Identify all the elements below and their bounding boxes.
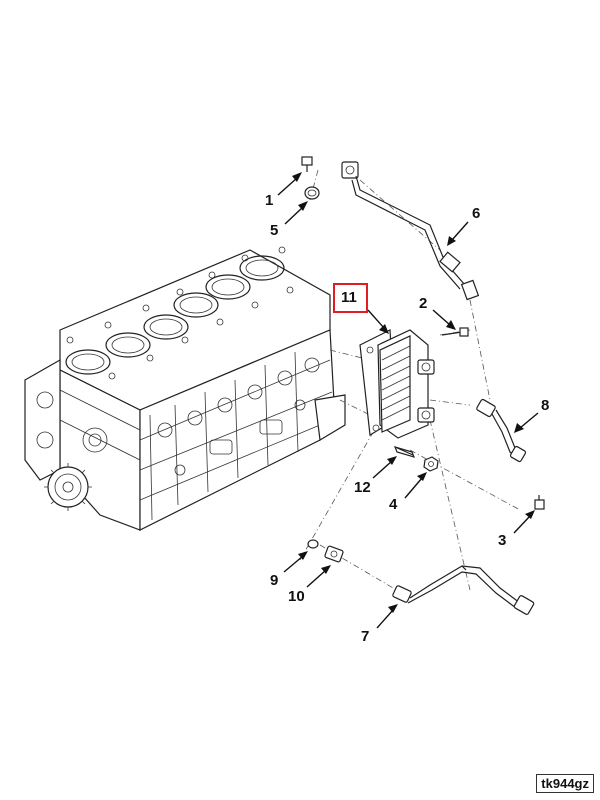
callout-5: 5 — [270, 222, 279, 239]
o-ring-part-9 — [307, 539, 319, 549]
oil-cooler-part-11 — [359, 329, 435, 439]
callout-2: 2 — [419, 295, 428, 312]
callout-7: 7 — [361, 628, 370, 645]
tube-part-6 — [341, 161, 480, 301]
tube-part-7 — [392, 565, 535, 615]
leader-arrows — [277, 172, 539, 629]
callout-3: 3 — [498, 532, 507, 549]
reference-code: tk944gz — [536, 774, 594, 793]
nut-part-4 — [423, 456, 439, 472]
stud-part-12 — [393, 446, 416, 458]
gear — [44, 463, 92, 511]
callout-12: 12 — [354, 479, 371, 496]
callout-4: 4 — [389, 496, 398, 513]
bolt-part-2 — [441, 327, 469, 337]
callout-11: 11 — [341, 289, 357, 306]
callout-9: 9 — [270, 572, 279, 589]
fitting-part-8 — [476, 398, 527, 463]
highlight-box — [333, 283, 368, 313]
bolt-part-1 — [301, 156, 313, 172]
cylinder-bores — [65, 255, 285, 375]
callout-8: 8 — [541, 397, 550, 414]
assembly-centerlines — [299, 169, 521, 596]
callout-10: 10 — [288, 588, 305, 605]
o-ring-part-5 — [304, 186, 320, 200]
connector-part-10 — [324, 545, 344, 563]
callout-6: 6 — [472, 205, 481, 222]
bolt-part-3 — [534, 495, 545, 510]
callout-1: 1 — [265, 192, 274, 209]
engine-block — [24, 246, 346, 531]
